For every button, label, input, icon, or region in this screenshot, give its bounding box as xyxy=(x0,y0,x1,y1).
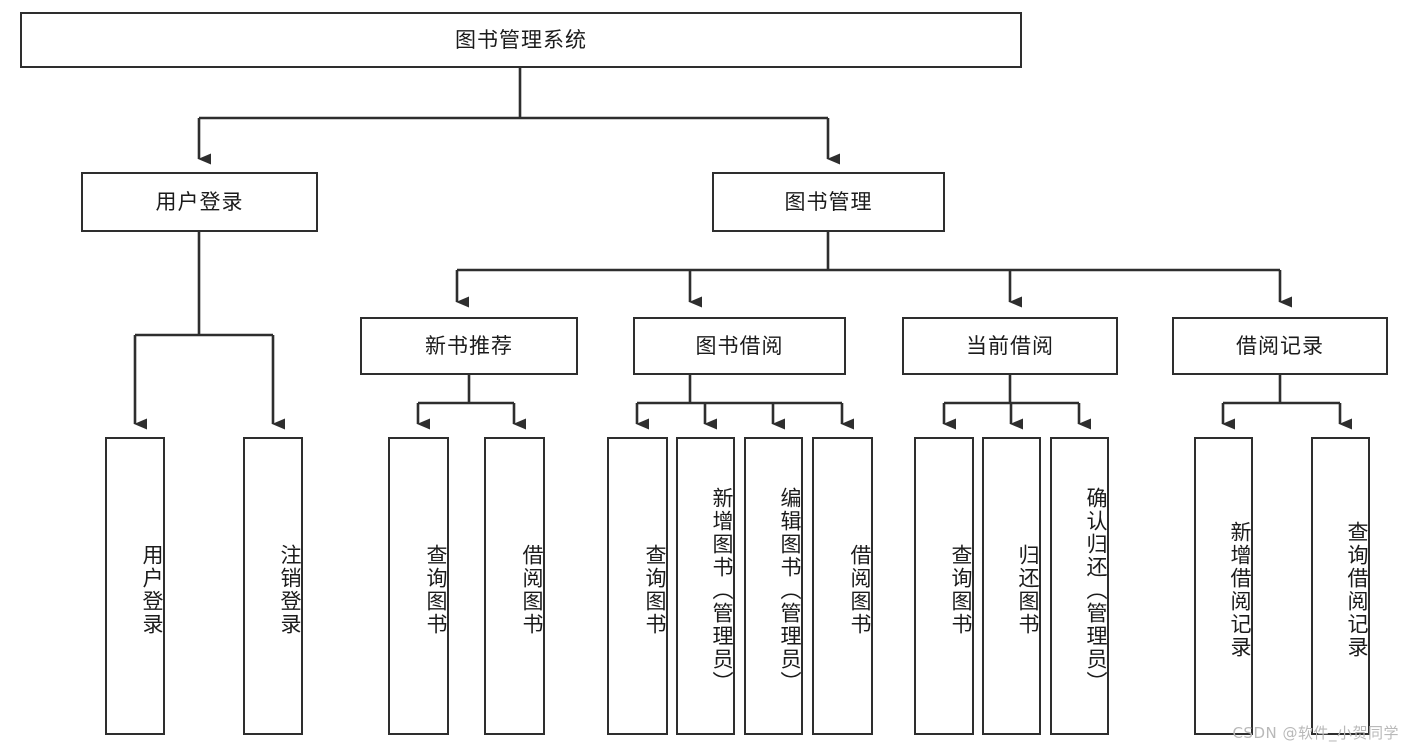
node-leaf-return-book[interactable]: 归还图书 xyxy=(982,437,1041,735)
node-user-login[interactable]: 用户登录 xyxy=(81,172,318,232)
node-label: 查询借阅记录 xyxy=(1345,521,1369,659)
node-leaf-borrow-book-1[interactable]: 借阅图书 xyxy=(484,437,545,735)
node-label: 查询图书 xyxy=(949,544,973,636)
node-label: 归还图书 xyxy=(1016,544,1040,636)
node-leaf-add-record[interactable]: 新增借阅记录 xyxy=(1194,437,1253,735)
node-book-borrow[interactable]: 图书借阅 xyxy=(633,317,846,375)
node-new-book-recommend[interactable]: 新书推荐 xyxy=(360,317,578,375)
node-leaf-logout-login[interactable]: 注销登录 xyxy=(243,437,303,735)
node-label: 图书借阅 xyxy=(695,333,784,358)
node-book-manage[interactable]: 图书管理 xyxy=(712,172,945,232)
node-leaf-query-book-3[interactable]: 查询图书 xyxy=(914,437,974,735)
node-current-borrow[interactable]: 当前借阅 xyxy=(902,317,1118,375)
node-label: 借阅记录 xyxy=(1236,333,1324,358)
node-label: 确认归还（管理员） xyxy=(1084,486,1108,694)
node-label: 当前借阅 xyxy=(966,333,1054,358)
node-leaf-query-record[interactable]: 查询借阅记录 xyxy=(1311,437,1370,735)
node-label: 借阅图书 xyxy=(848,544,872,636)
node-label: 新书推荐 xyxy=(425,333,513,358)
node-label: 图书管理系统 xyxy=(455,27,587,52)
node-label: 新增借阅记录 xyxy=(1228,521,1252,659)
node-book-management-system[interactable]: 图书管理系统 xyxy=(20,12,1022,68)
node-leaf-add-book[interactable]: 新增图书（管理员） xyxy=(676,437,735,735)
node-borrow-record[interactable]: 借阅记录 xyxy=(1172,317,1388,375)
node-label: 用户登录 xyxy=(140,544,164,636)
node-leaf-user-login[interactable]: 用户登录 xyxy=(105,437,165,735)
node-label: 查询图书 xyxy=(643,544,667,636)
node-label: 注销登录 xyxy=(278,544,302,636)
node-label: 图书管理 xyxy=(784,189,873,214)
node-leaf-query-book-2[interactable]: 查询图书 xyxy=(607,437,668,735)
watermark: CSDN @软件_小贺同学 xyxy=(1232,724,1399,742)
node-label: 用户登录 xyxy=(155,189,244,214)
node-label: 编辑图书（管理员） xyxy=(778,486,802,694)
node-leaf-edit-book[interactable]: 编辑图书（管理员） xyxy=(744,437,803,735)
node-leaf-query-book-1[interactable]: 查询图书 xyxy=(388,437,449,735)
node-label: 新增图书（管理员） xyxy=(710,486,734,694)
node-leaf-confirm-return[interactable]: 确认归还（管理员） xyxy=(1050,437,1109,735)
node-label: 借阅图书 xyxy=(520,544,544,636)
node-leaf-borrow-book-2[interactable]: 借阅图书 xyxy=(812,437,873,735)
node-label: 查询图书 xyxy=(424,544,448,636)
